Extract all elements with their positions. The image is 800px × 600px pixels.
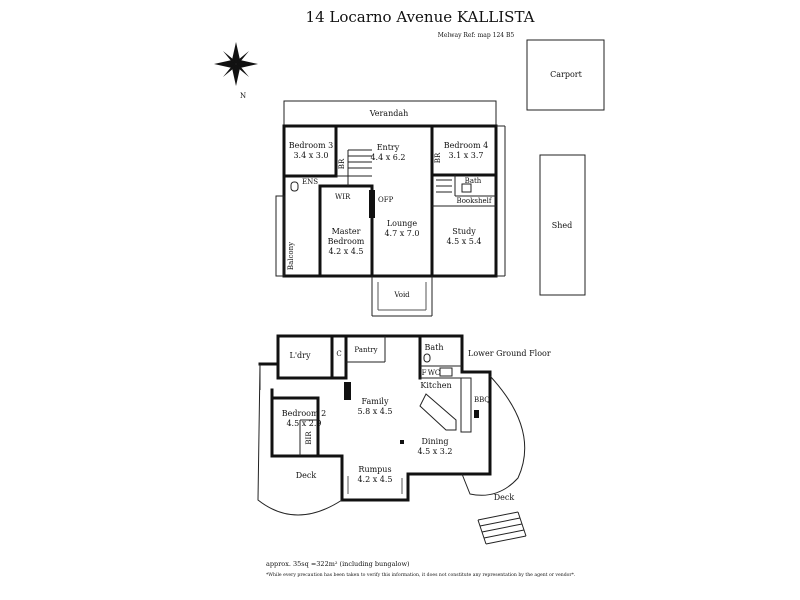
balcony-outline: [275, 195, 285, 277]
deck-right-label: Deck: [494, 493, 515, 502]
bedroom3-size: 3.4 x 3.0: [293, 151, 328, 160]
bath-fixture-icon: [461, 183, 472, 193]
master-name-line2: Bedroom: [328, 237, 365, 246]
fridge-label: F: [422, 369, 427, 377]
upper-bath-label: Bath: [465, 177, 482, 185]
family-name: Family: [362, 397, 389, 406]
rumpus-size: 4.2 x 4.5: [357, 475, 392, 484]
dining-name: Dining: [422, 437, 449, 446]
carport-outline: [526, 39, 605, 111]
dining-size: 4.5 x 3.2: [417, 447, 452, 456]
column-icon: [400, 440, 404, 444]
verandah-label: Verandah: [369, 109, 409, 118]
compass-rose-icon: [214, 42, 258, 86]
deck-right-outline: [461, 375, 526, 496]
lower-fireplace-icon: [344, 382, 351, 400]
entry-name: Entry: [377, 143, 400, 152]
compass-north-label: N: [240, 92, 246, 100]
void-label: Void: [393, 291, 410, 299]
bedroom3-name: Bedroom 3: [289, 141, 333, 150]
bedroom4-name: Bedroom 4: [444, 141, 488, 150]
stairs-left: [347, 149, 372, 186]
study-size: 4.5 x 5.4: [446, 237, 481, 246]
bedroom4-size: 3.1 x 3.7: [448, 151, 483, 160]
cooktop-icon: [439, 367, 453, 377]
wc-label: WC: [428, 369, 441, 377]
lower-toilet-icon: [423, 353, 431, 363]
stairs-right: [436, 179, 452, 193]
br-left-label: BR: [338, 158, 346, 169]
family-size: 5.8 x 4.5: [357, 407, 392, 416]
cupboard-label: C: [336, 350, 341, 358]
bbq-icon: [474, 410, 479, 418]
balcony-label: Balcony: [287, 242, 295, 270]
ofp-label: OFP: [378, 196, 394, 204]
master-size: 4.2 x 4.5: [328, 247, 363, 256]
bedroom2-size: 4.5 x 2.9: [286, 419, 321, 428]
shed-outline: [539, 154, 586, 296]
lounge-size: 4.7 x 7.0: [384, 229, 419, 238]
kitchen-counter: [419, 393, 457, 431]
deck-steps: [477, 511, 527, 545]
master-name: Master: [332, 227, 361, 236]
study-name: Study: [452, 227, 476, 236]
bir-label: BIR: [305, 431, 313, 445]
lounge-name: Lounge: [387, 219, 418, 228]
toilet-icon: [290, 181, 299, 192]
area-note: approx. 35sq =322m² (including bungalow): [266, 560, 410, 568]
wir-label: WIR: [335, 193, 351, 201]
deck-left-outline: [257, 363, 343, 516]
fireplace-icon: [369, 190, 375, 218]
ens-label: ENS: [302, 178, 318, 186]
deck-left-label: Deck: [296, 471, 317, 480]
kitchen-bench: [460, 377, 472, 433]
bedroom2-name: Bedroom 2: [282, 409, 326, 418]
bbq-label: BBQ: [474, 396, 490, 404]
entry-size: 4.4 x 6.2: [370, 153, 405, 162]
rumpus-name: Rumpus: [358, 465, 391, 474]
rumpus-bay-outline: [340, 454, 410, 502]
lower-bath-label: Bath: [424, 343, 443, 352]
melway-reference: Melway Ref: map 124 B5: [438, 32, 515, 39]
kitchen-label: Kitchen: [420, 381, 451, 390]
disclaimer-note: *While every precaution has been taken t…: [266, 572, 576, 578]
carport-label: Carport: [550, 70, 582, 79]
plan-title: 14 Locarno Avenue KALLISTA: [306, 8, 535, 26]
void-outline: [371, 276, 433, 317]
pantry-label: Pantry: [354, 346, 377, 354]
shed-label: Shed: [552, 221, 573, 230]
bookshelf-label: Bookshelf: [457, 197, 493, 205]
lower-floor-title: Lower Ground Floor: [468, 349, 551, 358]
br-right-label: BR: [434, 152, 442, 163]
laundry-label: L'dry: [290, 351, 311, 360]
